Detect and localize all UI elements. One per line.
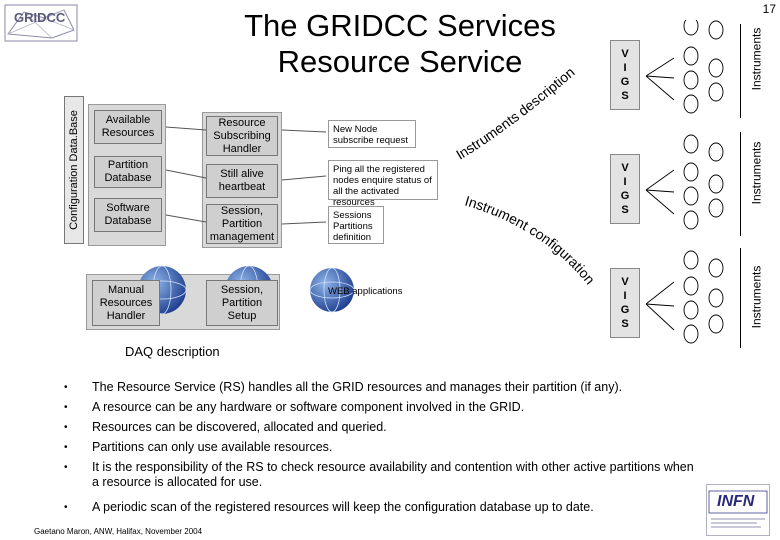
title-line-1: The GRIDCC Services <box>244 8 556 43</box>
instruments-label: Instruments <box>749 141 764 205</box>
infn-logo: INFN <box>706 484 770 536</box>
new-node-description: New Node subscribe request <box>328 120 416 148</box>
vigs-letter: I <box>623 62 627 74</box>
instrument-configuration-label: Instrument configuration <box>463 193 598 288</box>
globe-icon <box>309 267 355 313</box>
vigs-letter: I <box>623 290 627 302</box>
bullet-text: A resource can be any hardware or softwa… <box>92 400 525 414</box>
vigs-letter: S <box>621 90 629 102</box>
connector-lines <box>165 126 327 225</box>
software-database-box: Software Database <box>94 198 162 232</box>
infn-logo-text: INFN <box>717 493 755 510</box>
instruments-divider <box>740 132 741 236</box>
bullet-text: Resources can be discovered, allocated a… <box>92 420 387 434</box>
vigs-letter: I <box>623 176 627 188</box>
instruments-label: Instruments <box>749 265 764 329</box>
sessions-description: Sessions Partitions definition <box>328 206 384 244</box>
curved-labels: Instruments description Instrument confi… <box>453 64 598 288</box>
logo-text: GRIDCC <box>14 10 66 25</box>
instruments-divider <box>740 248 741 348</box>
vigs-box: V I G S <box>610 268 640 338</box>
vigs-letter: G <box>620 190 630 202</box>
vigs-box: V I G S <box>610 40 640 110</box>
vigs-letter: G <box>620 76 630 88</box>
configuration-database: Configuration Data.Base <box>64 96 84 244</box>
page-number: 17 <box>762 2 776 16</box>
gridcc-logo: GRIDCC <box>4 4 78 42</box>
svg-text:Instrument configuration: Instrument configuration <box>463 193 598 288</box>
still-alive-heartbeat-box: Still alive heartbeat <box>206 164 278 198</box>
session-partition-management-box: Session, Partition management <box>206 204 278 244</box>
instruments-divider <box>740 24 741 118</box>
page-title: The GRIDCC Services Resource Service <box>200 8 600 80</box>
vigs-box: V I G S <box>610 154 640 224</box>
vigs-letter: S <box>621 318 629 330</box>
partition-database-box: Partition Database <box>94 156 162 188</box>
vigs-letter: G <box>620 304 630 316</box>
vigs-letter: V <box>621 162 629 174</box>
available-resources-box: Available Resources <box>94 110 162 144</box>
instruments-label-group: Instruments <box>748 266 764 329</box>
vigs-letter: S <box>621 204 629 216</box>
instruments-description-label: Instruments description <box>453 64 578 163</box>
footer-text: Gaetano Maron, ANW, Halifax, November 20… <box>34 527 203 536</box>
title-line-2: Resource Service <box>277 44 523 79</box>
bullet-text: A periodic scan of the registered resour… <box>92 500 594 514</box>
instruments-label-group: Instruments <box>748 28 764 91</box>
ping-description: Ping all the registered nodes enquire st… <box>328 160 438 208</box>
bullet-text: The Resource Service (RS) handles all th… <box>92 380 623 394</box>
vigs-letter: V <box>621 48 629 60</box>
vigs-letter: V <box>621 276 629 288</box>
bullet-text: It is the responsibility of the RS to ch… <box>92 460 694 489</box>
bullet-text: Partitions can only use available resour… <box>92 440 333 454</box>
resource-subscribing-handler-box: Resource Subscribing Handler <box>206 116 278 156</box>
daq-description-label: DAQ description <box>125 344 220 359</box>
session-partition-setup-box: Session, Partition Setup <box>206 280 278 326</box>
svg-text:Instruments description: Instruments description <box>453 64 578 163</box>
web-applications-label: WEB applications <box>328 286 403 297</box>
instruments-label-group: Instruments <box>748 142 764 205</box>
instrument-nodes <box>645 20 724 344</box>
instruments-label: Instruments <box>749 27 764 91</box>
manual-resources-handler-box: Manual Resources Handler <box>92 280 160 326</box>
configuration-database-label: Configuration Data.Base <box>68 110 80 230</box>
